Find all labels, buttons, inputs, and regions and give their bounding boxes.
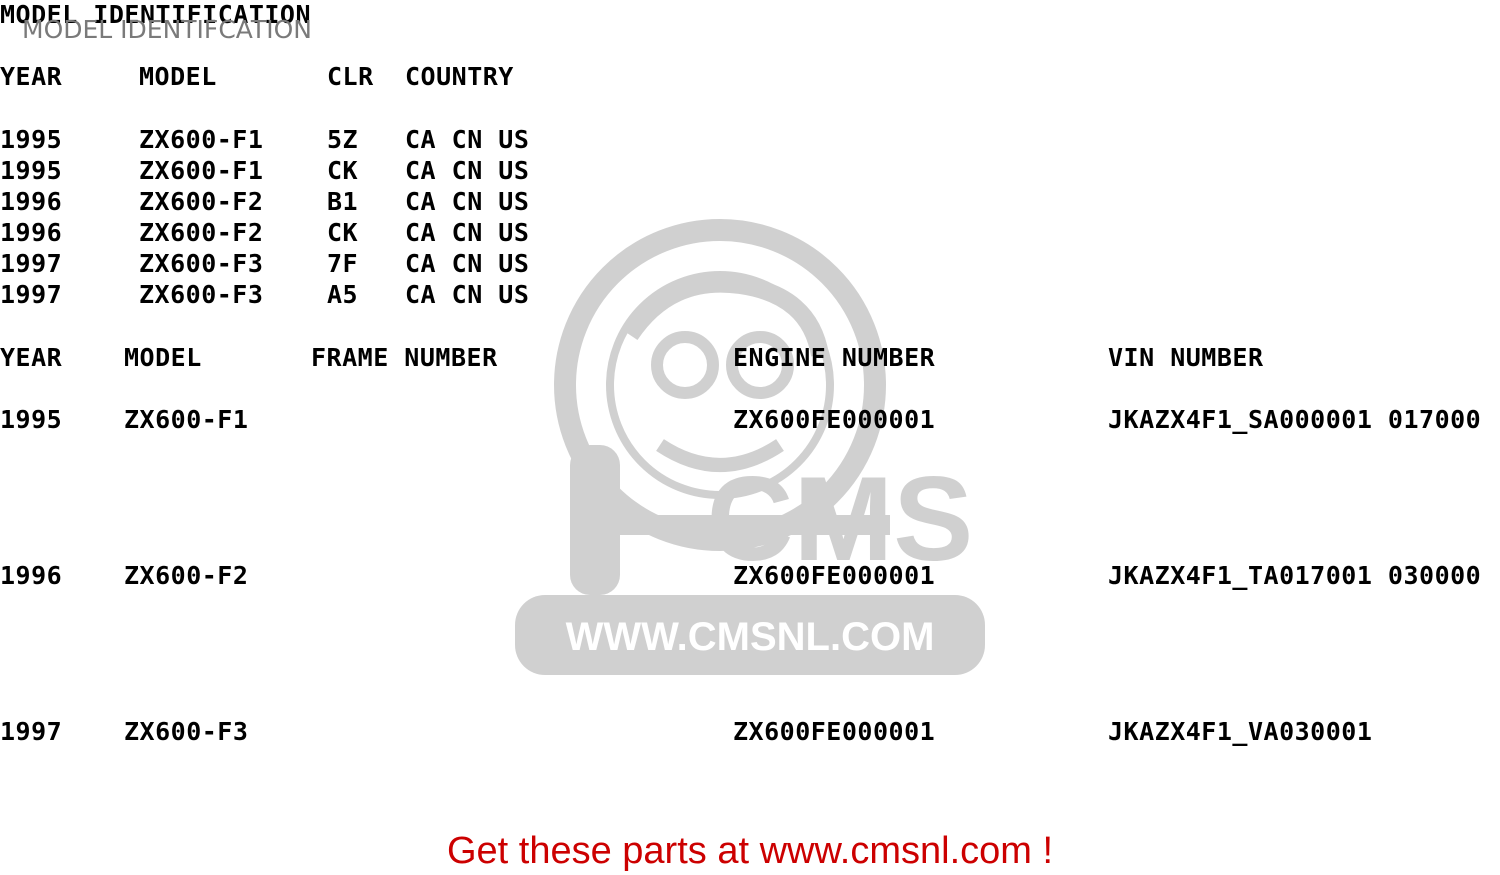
table1-header-country: COUNTRY [405, 62, 514, 91]
table1-cell-country: CA CN US [405, 125, 530, 154]
table2-cell-vin-number: JKAZX4F1_VA030001 [1108, 717, 1373, 746]
table2-cell-engine-number: ZX600FE000001 [733, 561, 936, 590]
table1-header-model: MODEL [139, 62, 217, 91]
table1-cell-country: CA CN US [405, 249, 530, 278]
table1-cell-clr: A5 [327, 280, 359, 309]
table1-cell-year: 1996 [0, 187, 63, 216]
table1-cell-year: 1995 [0, 156, 63, 185]
table1-cell-model: ZX600-F2 [139, 218, 264, 247]
table1-cell-model: ZX600-F3 [139, 280, 264, 309]
watermark-url-text: WWW.CMSNL.COM [566, 615, 935, 659]
table1-cell-model: ZX600-F3 [139, 249, 264, 278]
table1-cell-clr: CK [327, 218, 359, 247]
table1-cell-clr: 7F [327, 249, 359, 278]
table1-cell-model: ZX600-F1 [139, 156, 264, 185]
table2-header-model: MODEL [124, 343, 202, 372]
table1-cell-year: 1997 [0, 280, 63, 309]
table2-cell-vin-number: JKAZX4F1_SA000001 017000 [1108, 405, 1482, 434]
table2-cell-vin-number: JKAZX4F1_TA017001 030000 [1108, 561, 1482, 590]
table1-cell-country: CA CN US [405, 187, 530, 216]
page-subtitle: MODEL IDENTIFCATION [22, 15, 312, 44]
table1-cell-year: 1996 [0, 218, 63, 247]
table2-cell-year: 1996 [0, 561, 63, 590]
table2-header-engine-number: ENGINE NUMBER [733, 343, 936, 372]
table1-cell-clr: 5Z [327, 125, 359, 154]
table1-cell-model: ZX600-F2 [139, 187, 264, 216]
table1-cell-country: CA CN US [405, 280, 530, 309]
table1-cell-year: 1995 [0, 125, 63, 154]
cmsnl-watermark-logo: CMS WWW.CMSNL.COM [515, 219, 985, 675]
table1-cell-country: CA CN US [405, 218, 530, 247]
table1-cell-country: CA CN US [405, 156, 530, 185]
table1-cell-year: 1997 [0, 249, 63, 278]
table1-header-year: YEAR [0, 62, 63, 91]
table1-header-clr: CLR [327, 62, 374, 91]
table2-cell-engine-number: ZX600FE000001 [733, 717, 936, 746]
table2-header-year: YEAR [0, 343, 63, 372]
table2-cell-model: ZX600-F3 [124, 717, 249, 746]
table1-cell-clr: CK [327, 156, 359, 185]
table2-cell-year: 1997 [0, 717, 63, 746]
table1-cell-clr: B1 [327, 187, 359, 216]
table2-cell-year: 1995 [0, 405, 63, 434]
table1-cell-model: ZX600-F1 [139, 125, 264, 154]
page-title: MODEL IDENTIFICATION [0, 0, 312, 29]
table2-cell-engine-number: ZX600FE000001 [733, 405, 936, 434]
table2-header-frame-number: FRAME NUMBER [311, 343, 498, 372]
table2-cell-model: ZX600-F1 [124, 405, 249, 434]
footer-cta-text: Get these parts at www.cmsnl.com ! [446, 830, 1054, 872]
table2-header-vin-number: VIN NUMBER [1108, 343, 1264, 372]
table2-cell-model: ZX600-F2 [124, 561, 249, 590]
